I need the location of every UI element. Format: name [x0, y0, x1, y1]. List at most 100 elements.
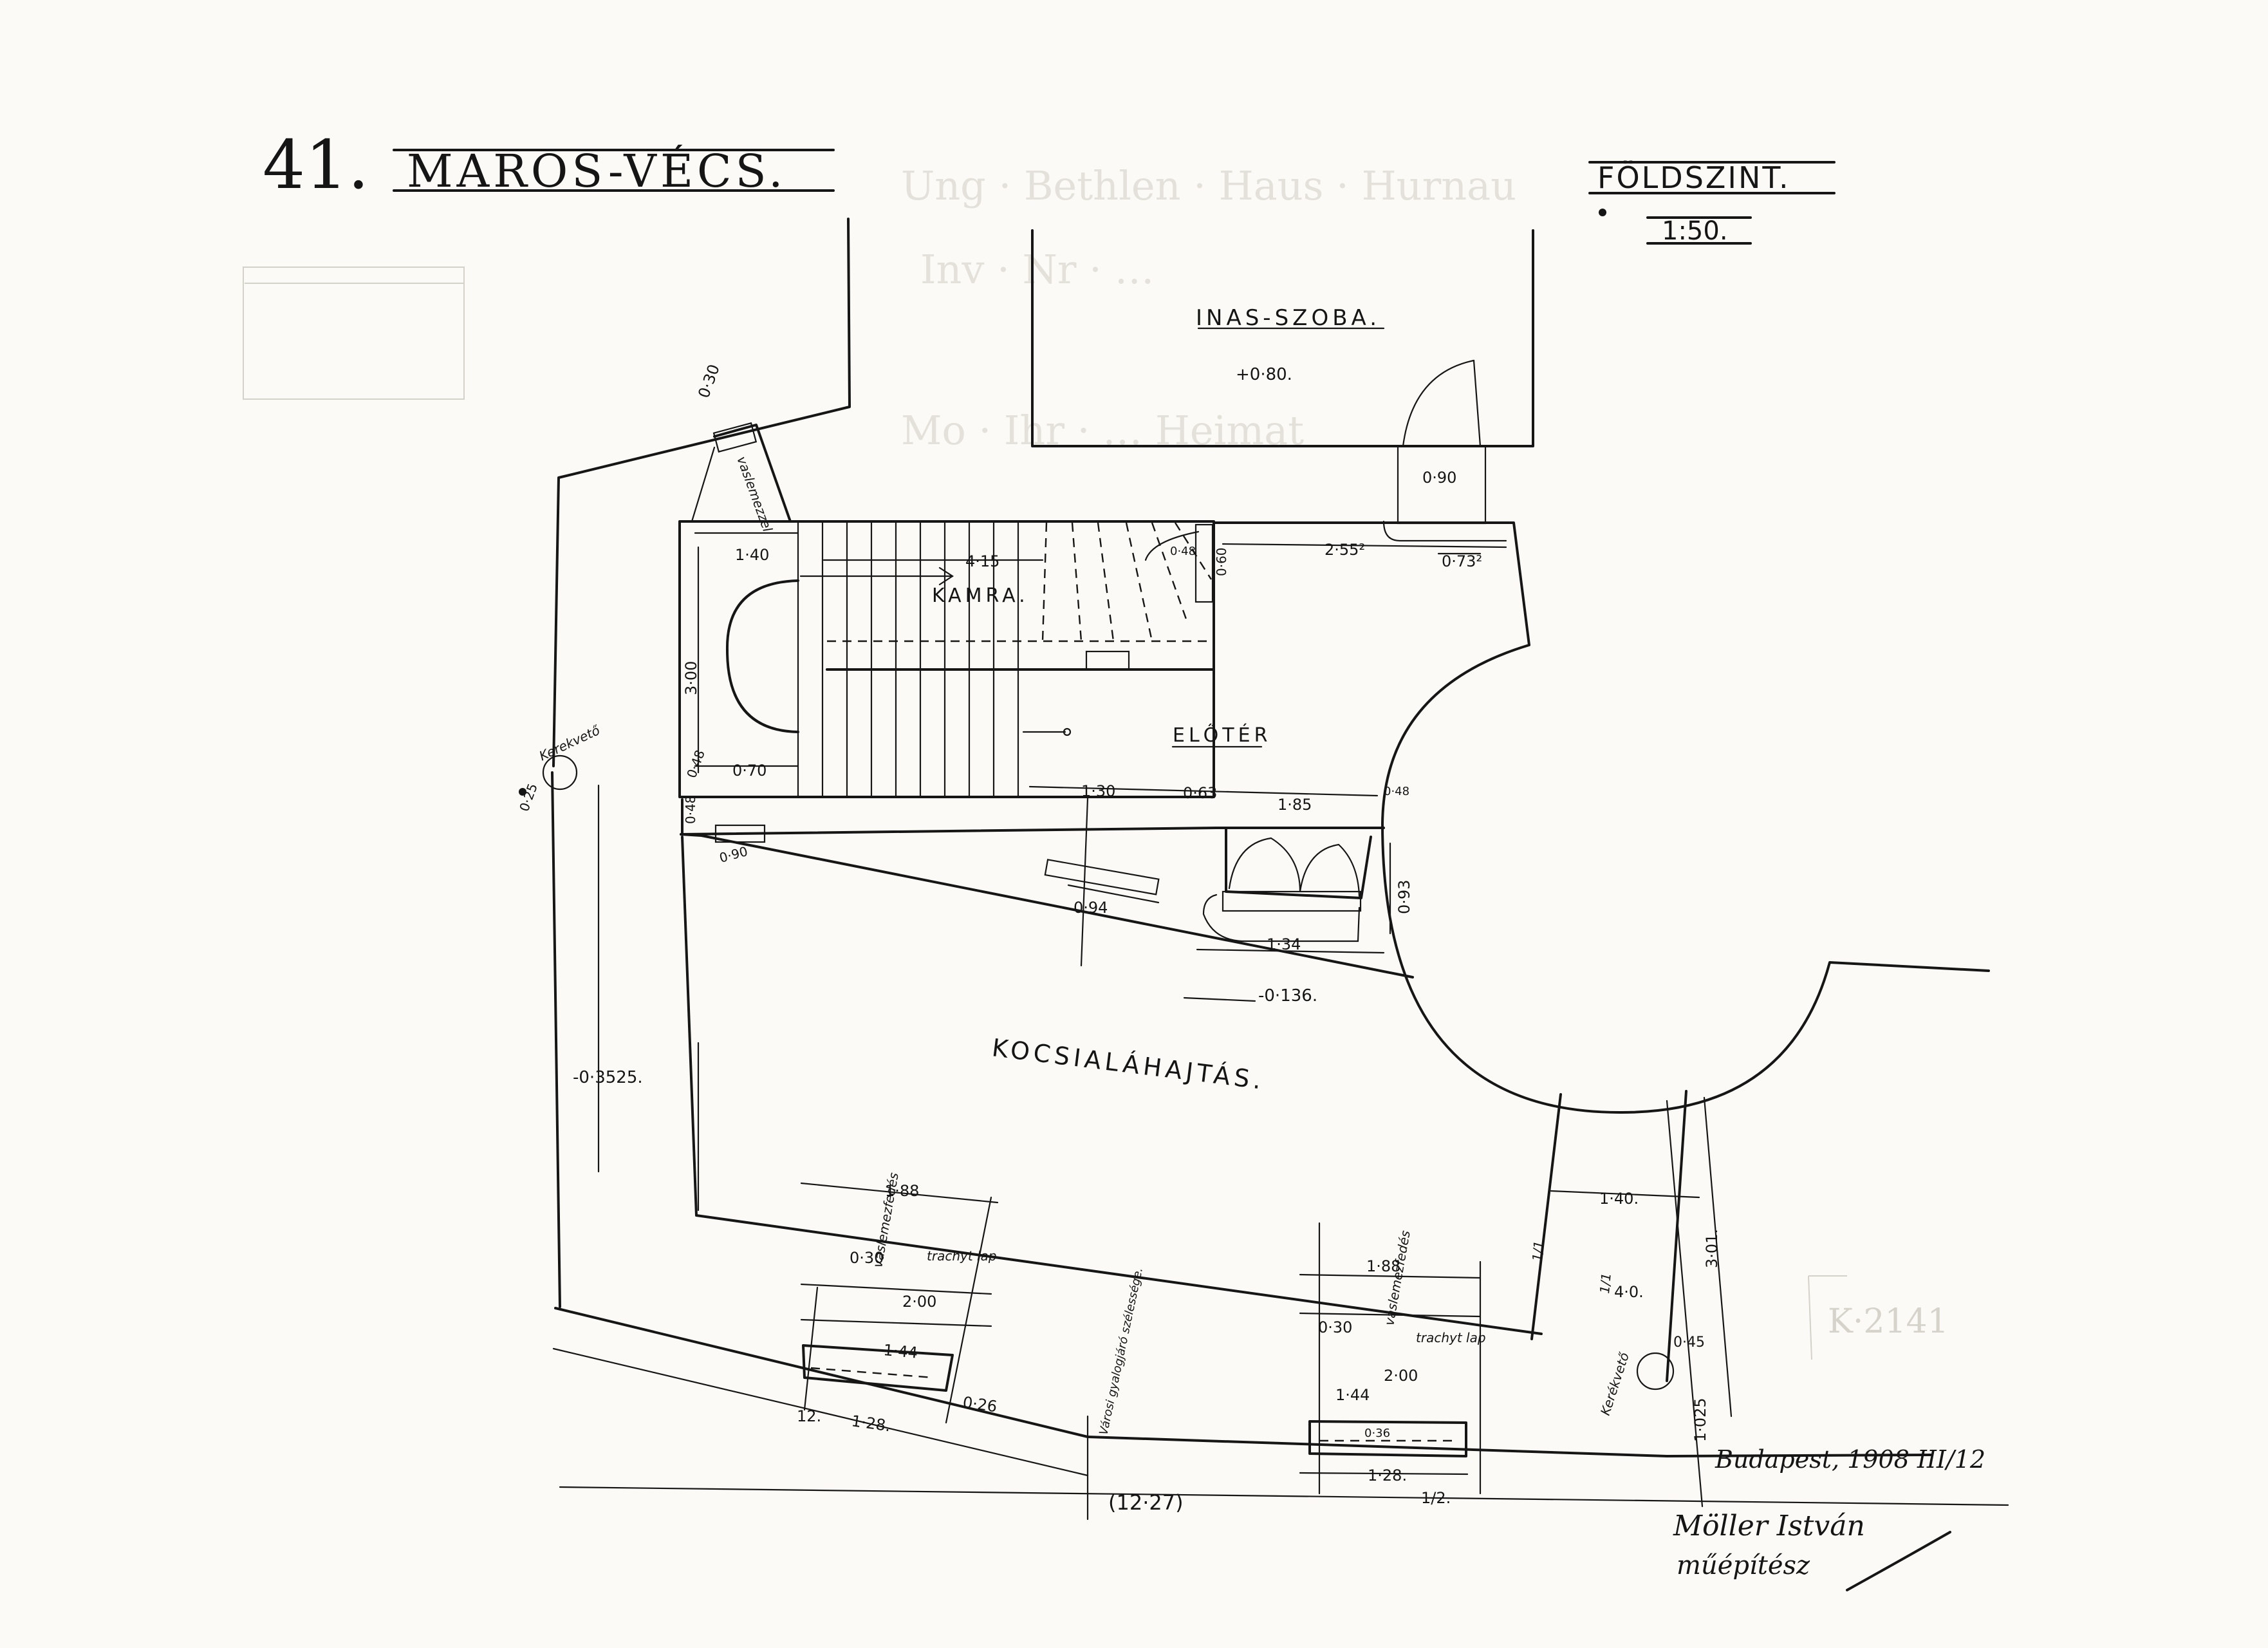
dim-045: 0·45 — [1673, 1334, 1705, 1351]
inas-door-swing — [1402, 359, 1475, 447]
dim-144b: 1·44 — [1335, 1386, 1370, 1404]
dim-140: 1·40 — [735, 546, 769, 564]
dim-144a: 1·44 — [882, 1341, 918, 1362]
dim-188b: 1·88 — [1366, 1257, 1400, 1275]
bleed-through-text: Ung · Bethlen · Haus · Hurnau Inv · Nr ·… — [901, 162, 1516, 454]
dim-415: 4·15 — [965, 552, 999, 570]
inas-szoba-walls — [1031, 229, 1534, 447]
stair-treads — [797, 521, 1019, 797]
level-door: -0·136. — [1258, 986, 1317, 1006]
dim-030b: 0·30 — [1318, 1318, 1352, 1336]
room-eloter: ELŐTÉR — [1173, 723, 1271, 747]
wheel-guard-left-dot — [519, 788, 526, 796]
kocsi-upper-wall — [680, 833, 1414, 979]
signature-author-name: Möller István — [1673, 1510, 1865, 1542]
top-left-window-bay — [713, 424, 792, 523]
eloter-window — [1044, 859, 1160, 895]
passage-left-wall — [1530, 1093, 1562, 1340]
inas-door-step — [1382, 520, 1507, 542]
eloter-lower-wall — [681, 798, 1385, 836]
kocsi-inner-wall — [681, 836, 1543, 1335]
dim-300: 3·00 — [682, 661, 700, 695]
faint-right-stamp-bracket — [1808, 1275, 1847, 1360]
drawing-scale: 1:50. — [1662, 216, 1728, 246]
dim-094: 0·94 — [1074, 899, 1108, 917]
dim-025: 0·25 — [516, 782, 541, 814]
gate-pier-left-edge-a — [803, 1286, 819, 1411]
ghost-line-1: Ung · Bethlen · Haus · Hurnau — [901, 162, 1516, 209]
note-vaslemez-b: vaslemezfedés — [1381, 1230, 1413, 1327]
dim-0732: 0·73² — [1442, 552, 1482, 570]
entrance-double-door-swing — [1228, 837, 1361, 897]
dim-1025: 1·025 — [1691, 1398, 1709, 1442]
signature-place-date: Budapest, 1908 III/12 — [1715, 1445, 1985, 1474]
dim-301: 3·01. — [1703, 1229, 1721, 1268]
wheel-guard-left — [542, 754, 578, 791]
dim-134: 1·34 — [1267, 935, 1301, 953]
gate-pier-left-edge-b — [945, 1196, 992, 1424]
faint-stamp-box — [243, 267, 465, 400]
eloter-upper-wall — [1213, 521, 1530, 825]
dim-090: 0·90 — [1422, 469, 1456, 487]
inas-door-frame — [1397, 445, 1487, 525]
dim-063: 0·63 — [1183, 784, 1217, 802]
note-sidewalk: Városi gyalogjáró szélessége. — [1097, 1266, 1146, 1436]
round-bay-wall — [1381, 823, 1990, 1114]
top-left-window-sill — [712, 422, 758, 453]
room-kamra: KAMRA. — [932, 585, 1029, 607]
dim-090b: 0·90 — [718, 843, 749, 866]
note-trachyt-a: trachyt lap — [927, 1248, 997, 1264]
bottom-left-boundary — [554, 1307, 1089, 1438]
left-outer-wall — [552, 218, 851, 767]
dim-130: 1·30 — [1081, 782, 1115, 800]
dim-12: 12. — [797, 1407, 821, 1425]
note-kerekveto-left: Kerekvető — [537, 722, 602, 764]
stair-direction-arrow — [938, 566, 954, 586]
kamra-door-swing — [1144, 530, 1200, 561]
dim-188a: 1·88 — [885, 1182, 919, 1200]
note-kerekveto-right: Kerékvető — [1597, 1350, 1632, 1417]
dim-036: 0·36 — [1364, 1427, 1390, 1440]
kamra-door-frame — [1194, 523, 1214, 603]
level-left: -0·3525. — [573, 1068, 643, 1087]
left-site-boundary — [551, 771, 561, 1308]
inas-szoba-level: +0·80. — [1236, 365, 1292, 384]
dim-048c: 0·48 — [683, 795, 698, 824]
dim-128b: 1·28. — [1368, 1466, 1407, 1484]
floor-name-dot — [1599, 209, 1606, 216]
lower-left-window — [714, 824, 766, 843]
dim-half: 1/2. — [1421, 1489, 1451, 1507]
floor-name: FÖLDSZINT. — [1597, 160, 1790, 195]
inas-door-leaf — [1473, 359, 1482, 447]
note-side-a: 1/1 — [1529, 1240, 1547, 1262]
gate-pier-left — [802, 1344, 954, 1392]
stair-hall-outline — [678, 520, 1215, 798]
dim-400: 4·0. — [1614, 1283, 1644, 1301]
stair-newel — [1085, 650, 1130, 671]
dim-060: 0·60 — [1214, 547, 1229, 576]
note-trachyt-b: trachyt lap — [1416, 1330, 1486, 1345]
entrance-door-frame — [1225, 827, 1372, 899]
stair-hidden-lines — [827, 522, 1213, 642]
gate-pier-left-axis — [810, 1367, 934, 1379]
faint-right-stamp-text: K·2141 — [1828, 1302, 1949, 1341]
dim-185: 1·85 — [1278, 796, 1312, 814]
dim-026: 0·26 — [962, 1393, 998, 1416]
dim-200a: 2·00 — [902, 1293, 936, 1311]
entrance-step — [1202, 894, 1361, 942]
signature-flourish — [1846, 1531, 1951, 1591]
room-inas-szoba: INAS-SZOBA. — [1196, 305, 1380, 331]
dim-200b: 2·00 — [1384, 1367, 1418, 1385]
dim-070: 0·70 — [732, 762, 767, 780]
dim-030a: 0·30 — [850, 1249, 884, 1267]
dim-128a: 1·28. — [850, 1412, 891, 1435]
dim-1227: (12·27) — [1108, 1490, 1184, 1515]
eloter-window-axis — [1080, 797, 1089, 967]
dimension-lines — [552, 532, 2009, 1521]
plan-number: 41. — [263, 126, 369, 204]
dim-048a: 0·48 — [1170, 545, 1196, 558]
dim-140b: 1·40. — [1599, 1190, 1639, 1208]
stair-rounded-end — [725, 579, 799, 733]
dim-048d: 0·48 — [1384, 785, 1409, 798]
